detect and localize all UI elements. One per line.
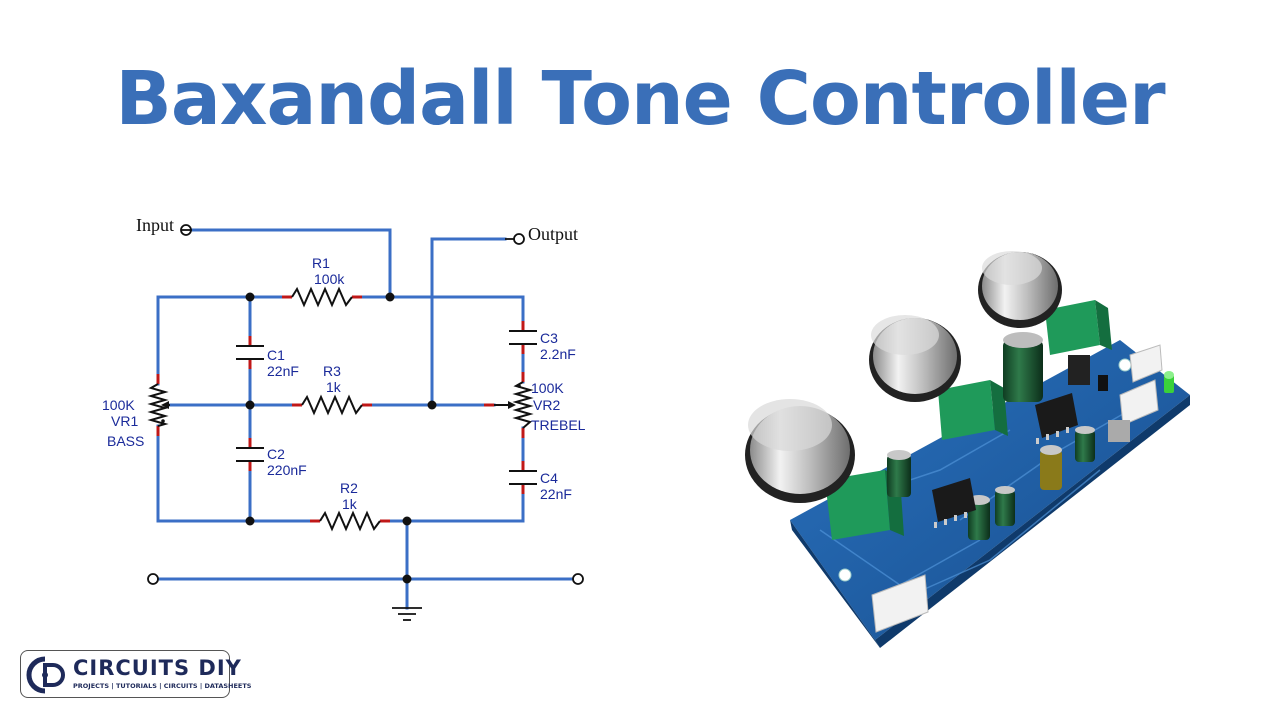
- c3-value: 2.2nF: [540, 346, 576, 362]
- c4-value: 22nF: [540, 486, 572, 502]
- connectors: [871, 344, 1163, 633]
- vr2-function: TREBEL: [531, 417, 586, 433]
- output-label: Output: [528, 224, 578, 244]
- potentiometer-vr1: [147, 383, 170, 427]
- logo-tagline: PROJECTS | TUTORIALS | CIRCUITS | DATASH…: [73, 682, 252, 690]
- c3-name: C3: [540, 330, 558, 346]
- resistor-r2: [319, 510, 381, 532]
- r3-value: 1k: [326, 379, 342, 395]
- r2-value: 1k: [342, 496, 358, 512]
- circuits-diy-logo: CIRCUITS DIY PROJECTS | TUTORIALS | CIRC…: [20, 650, 251, 698]
- capacitor-c1: [236, 345, 264, 360]
- vr1-function: BASS: [107, 433, 144, 449]
- pcb-body: [790, 340, 1190, 640]
- input-label: Input: [136, 215, 174, 235]
- capacitor-c3: [509, 330, 537, 345]
- knob-volume: [978, 251, 1112, 355]
- potentiometer-vr2: [494, 381, 534, 429]
- r1-name: R1: [312, 255, 330, 271]
- schematic-diagram: Input Output R1 100k R3 1k R2 1k C1 22nF…: [102, 215, 586, 621]
- ground-icon: [392, 607, 422, 621]
- vr2-name: VR2: [533, 397, 560, 413]
- led-indicator: [1164, 371, 1174, 393]
- component-leads: [156, 295, 525, 523]
- electrolytic-capacitors: [887, 332, 1095, 540]
- vr1-value: 100K: [102, 397, 135, 413]
- capacitor-c4: [509, 470, 537, 485]
- r1-value: 100k: [314, 271, 345, 287]
- resistor-r3: [301, 394, 363, 416]
- junction-dots: [245, 292, 437, 584]
- r3-name: R3: [323, 363, 341, 379]
- c1-value: 22nF: [267, 363, 299, 379]
- c1-name: C1: [267, 347, 285, 363]
- c2-value: 220nF: [267, 462, 307, 478]
- vr1-name: VR1: [111, 413, 138, 429]
- c4-name: C4: [540, 470, 558, 486]
- terminals: [147, 224, 584, 585]
- knob-treble: [869, 315, 1008, 440]
- tone-control-board-photo: [745, 251, 1190, 648]
- c2-name: C2: [267, 446, 285, 462]
- logo-brand-text: CIRCUITS DIY: [73, 656, 242, 680]
- vr2-value: 100K: [531, 380, 564, 396]
- ic-chips: [932, 393, 1078, 528]
- schematic-wires: [156, 228, 573, 610]
- knob-bass: [745, 399, 904, 540]
- r2-name: R2: [340, 480, 358, 496]
- capacitor-c2: [236, 447, 264, 462]
- circuits-diy-logo-icon: [26, 656, 65, 694]
- resistor-r1: [291, 286, 353, 308]
- page-title: Baxandall Tone Controller: [115, 56, 1165, 142]
